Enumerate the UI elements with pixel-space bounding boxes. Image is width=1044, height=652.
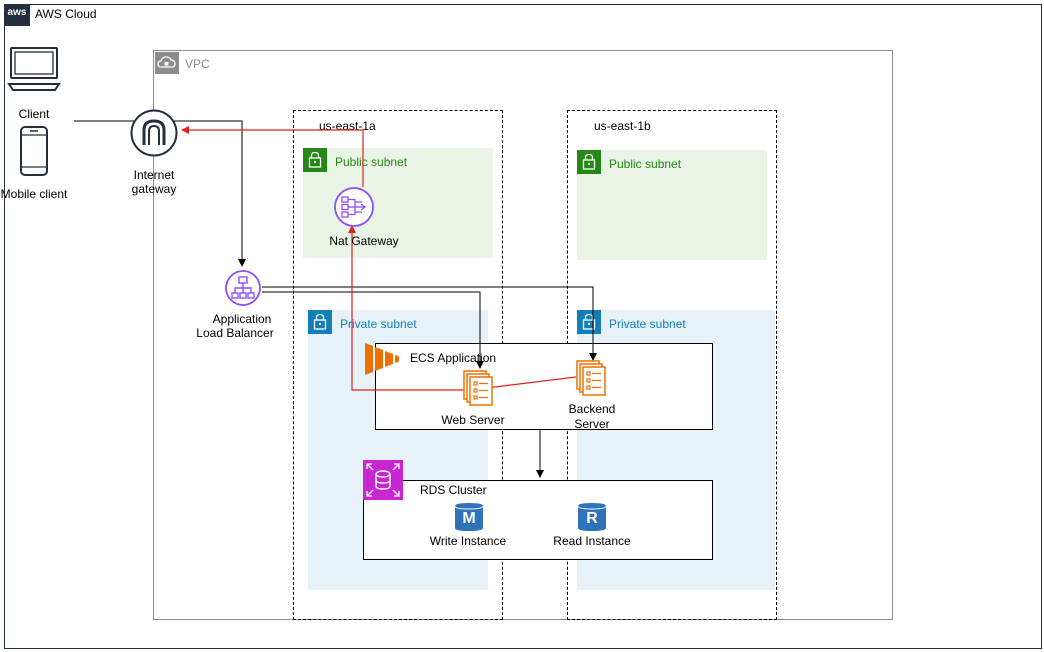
- ecs-application-title: ECS Application: [410, 351, 497, 365]
- rds-cluster-title: RDS Cluster: [420, 483, 487, 497]
- mobile-client-label: Mobile client: [0, 187, 68, 201]
- internet-gateway-icon: [129, 108, 179, 158]
- servers-to-nat-egress-connector: [348, 225, 577, 391]
- private-subnet-1b-lock-icon: [577, 310, 601, 334]
- aws-cloud-boundary: [4, 4, 1042, 649]
- load-balancer-label-line1: Application: [212, 312, 272, 326]
- web-server-label: Web Server: [441, 413, 505, 427]
- web-server-icon: [462, 369, 496, 407]
- load-balancer-label-line2: Load Balancer: [196, 326, 274, 340]
- read-instance-label: Read Instance: [553, 534, 631, 548]
- private-subnet-1a-label: Private subnet: [340, 317, 417, 331]
- backend-server-icon: [575, 359, 609, 397]
- az-us-east-1b-label: us-east-1b: [594, 119, 651, 133]
- alb-to-web-server-connector: [262, 291, 484, 369]
- backend-server-label-line1: Backend: [568, 402, 616, 416]
- aws-logo-text: aws: [7, 7, 27, 18]
- ecs-application-box: [375, 343, 713, 430]
- mobile-client-icon: [19, 125, 49, 177]
- private-subnet-1b-label: Private subnet: [609, 317, 686, 331]
- internet-gateway-label-line1: Internet: [133, 168, 175, 182]
- read-instance-letter: R: [586, 510, 598, 527]
- nat-gateway-label: Nat Gateway: [329, 234, 399, 248]
- aws-logo-icon: aws: [4, 4, 30, 26]
- read-instance-icon: R: [577, 502, 607, 532]
- vpc-title: VPC: [185, 57, 210, 71]
- desktop-client-icon: [7, 46, 61, 94]
- internet-gateway-label-line2: gateway: [131, 182, 177, 196]
- rds-cluster-box: [363, 480, 713, 560]
- public-subnet-1a-lock-icon: [303, 148, 327, 172]
- public-subnet-1b-lock-icon: [577, 150, 601, 174]
- nat-gateway-icon: [333, 186, 375, 228]
- write-instance-label: Write Instance: [429, 534, 507, 548]
- vpc-icon: [155, 52, 179, 74]
- rds-icon: [363, 460, 403, 500]
- nat-to-igw-egress-connector: [181, 126, 364, 187]
- ecs-icon: [362, 340, 402, 378]
- desktop-client-label: Client: [18, 107, 50, 121]
- aws-cloud-title: AWS Cloud: [35, 7, 97, 21]
- backend-server-label-line2: Server: [574, 417, 610, 431]
- write-instance-icon: M: [454, 502, 484, 532]
- private-subnet-1a-lock-icon: [308, 310, 332, 334]
- load-balancer-icon: [224, 269, 262, 307]
- alb-to-backend-server-connector: [262, 286, 597, 361]
- vpc-boundary: [153, 50, 893, 620]
- public-subnet-1a-label: Public subnet: [335, 155, 408, 169]
- write-instance-letter: M: [462, 510, 476, 527]
- public-subnet-1b: [577, 150, 767, 260]
- public-subnet-1b-label: Public subnet: [609, 157, 682, 171]
- client-to-alb-connector: [74, 120, 246, 267]
